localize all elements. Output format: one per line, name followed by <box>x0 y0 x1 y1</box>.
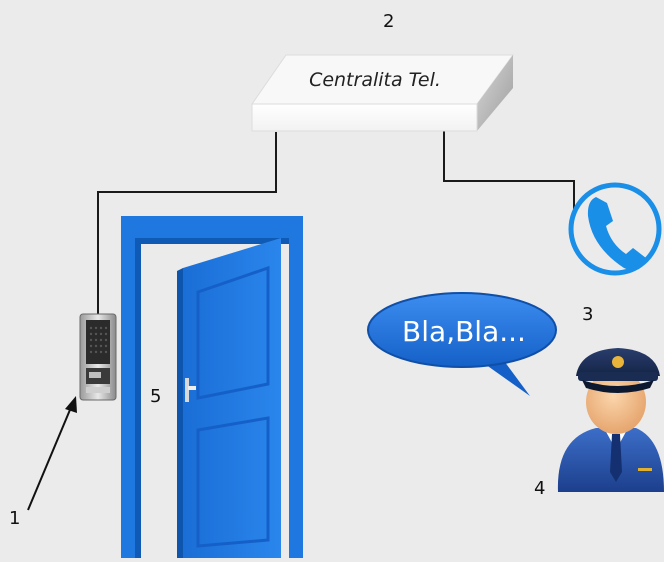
open-door-icon <box>121 216 303 558</box>
door-knob <box>188 386 196 390</box>
door-leaf <box>183 238 281 558</box>
speech-bubble: Bla,Bla... <box>367 292 557 396</box>
wire-intercom-to-pbx <box>97 132 277 318</box>
arrow-to-intercom <box>27 396 77 511</box>
pbx-box: Centralita Tel. <box>251 54 514 132</box>
wire-pbx-to-phone <box>443 121 575 210</box>
door-panel-lower <box>196 416 270 548</box>
security-guard-icon <box>557 348 664 492</box>
callout-2: 2 <box>383 11 394 32</box>
callout-1: 1 <box>9 508 20 529</box>
phone-handset-icon <box>568 182 662 276</box>
pbx-side-face <box>477 55 513 131</box>
callout-numbers: 1 2 3 4 5 <box>9 11 593 529</box>
speech-text: Bla,Bla... <box>402 315 526 348</box>
wiring <box>97 121 575 318</box>
door-panel-upper <box>196 265 270 400</box>
intercom-panel-icon <box>79 313 117 401</box>
callout-3: 3 <box>582 304 593 325</box>
pbx-front-face <box>251 103 478 132</box>
door-handle <box>185 378 189 402</box>
callout-4: 4 <box>534 478 545 499</box>
door-leaf-edge <box>177 268 183 558</box>
pbx-label: Centralita Tel. <box>309 69 441 91</box>
callout-5: 5 <box>150 386 161 407</box>
